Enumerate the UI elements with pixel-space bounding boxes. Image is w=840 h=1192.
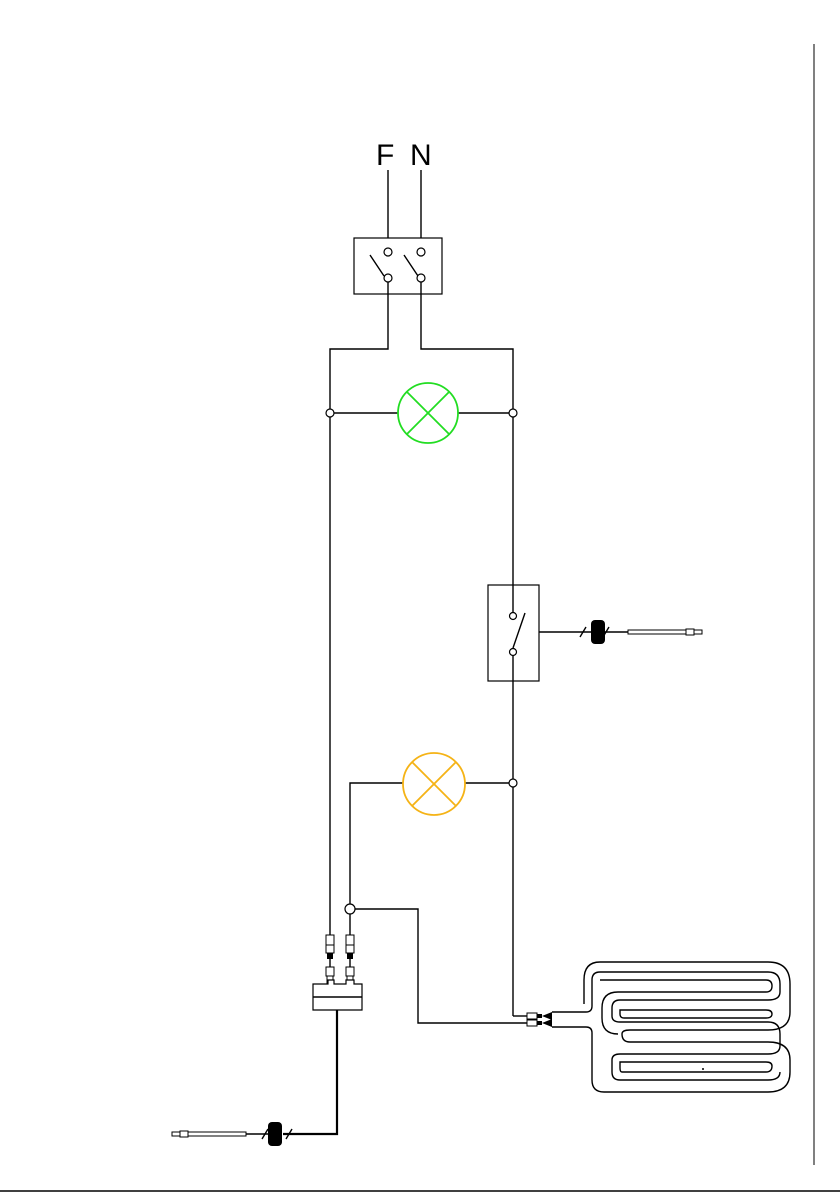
- feed-junction-node: [345, 904, 355, 914]
- safety-thermostat-capillary-probe: [172, 1010, 337, 1146]
- left-junction-node: [326, 409, 334, 417]
- element-feed-wire: [354, 909, 527, 1023]
- lamp-junction-node: [509, 779, 517, 787]
- safety-thermostat: [313, 935, 362, 1010]
- double-pole-main-switch: [354, 238, 442, 294]
- phase-terminal-label: F: [376, 139, 394, 172]
- thermostat-capillary-probe: [539, 620, 702, 644]
- thermostat-switch: [488, 585, 539, 681]
- right-junction-node: [509, 409, 517, 417]
- page-frame: [0, 44, 840, 1191]
- neutral-terminal-label: N: [410, 139, 432, 172]
- heating-element: [527, 962, 790, 1092]
- power-indicator-lamp: [334, 383, 509, 443]
- heating-indicator-lamp: [350, 753, 509, 905]
